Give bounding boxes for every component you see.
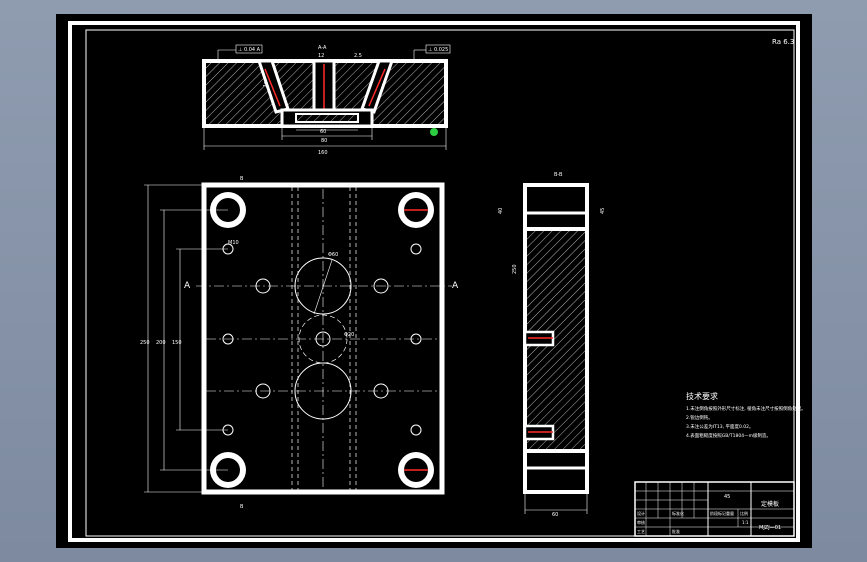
red-axis-left — [264, 68, 281, 107]
tb-label-weight: 重量 — [726, 510, 734, 516]
dim-inner-1: 60 — [320, 129, 326, 135]
roughness-mark: Ra 6.3 — [772, 38, 794, 46]
marker-top: B — [240, 176, 244, 182]
tb-label-scale: 比例 — [740, 510, 748, 516]
sprue-dashed-circle — [298, 314, 348, 364]
pocket-insert — [295, 113, 359, 123]
tech-note-4: 4.表面粗糙度按照GB/T1804—m级制造。 — [686, 432, 771, 439]
side-dim-height: 250 — [512, 264, 518, 274]
sprue-hole — [315, 331, 331, 347]
screw-hole — [410, 243, 422, 255]
pin-hole — [373, 383, 389, 399]
outer-frame — [68, 21, 800, 542]
side-dim-width: 60 — [552, 512, 558, 518]
guide-hole-bottom-right — [398, 452, 434, 488]
cavity-circle-lower — [294, 362, 352, 420]
tech-note-1: 1.未注倒角按照外形尺寸标注, 棱角未注尺寸按照倒角处理。 — [686, 405, 806, 412]
side-top-pocket — [523, 183, 589, 231]
tb-label-review: 审核 — [637, 519, 645, 525]
tb-label-approve: 批准 — [672, 528, 680, 534]
tech-note-2: 2.锐边倒钝。 — [686, 414, 713, 421]
dim-overall: 160 — [318, 150, 328, 156]
cavity-circle-upper — [294, 257, 352, 315]
tb-label-design: 设计 — [637, 510, 645, 516]
tb-material: 45 — [724, 494, 730, 500]
cad-drawing: Ra 6.3 160 80 60 ⊥ 0.04 A ⊥ 0.025 — [68, 21, 806, 542]
tolerance-frame-left — [235, 44, 263, 54]
tb-drawing-no: MJZJ—01 — [759, 525, 781, 531]
pin-hole — [373, 278, 389, 294]
dim-height-2: 200 — [156, 340, 166, 346]
title-block: 设计 审核 工艺 批准 标准化 阶段标记 重量 比例 1:1 45 定模板 MJ… — [634, 481, 795, 537]
tb-part-name: 定模板 — [761, 500, 779, 508]
screw-hole — [222, 333, 234, 345]
tb-label-standard: 标准化 — [672, 510, 684, 516]
screw-hole — [410, 424, 422, 436]
side-dim-right: 45 — [600, 208, 606, 214]
dim-inner-2: 80 — [321, 138, 327, 144]
hole-label-3: M10 — [228, 240, 239, 246]
hole-label-1: Φ60 — [328, 252, 338, 258]
side-bottom-pocket — [523, 449, 589, 494]
angle-mark: 15° — [262, 78, 271, 89]
side-dim-left: 40 — [498, 208, 504, 214]
tech-notes-title: 技术要求 — [686, 391, 718, 401]
tb-label-process: 工艺 — [637, 529, 645, 534]
red-axis-right — [368, 68, 386, 107]
dim-height-3: 150 — [172, 340, 182, 346]
tolerance-frame-right — [425, 44, 451, 54]
hole-label-2: Φ20 — [344, 332, 354, 338]
pin-hole — [255, 383, 271, 399]
dim-height-1: 250 — [140, 340, 150, 346]
screw-hole — [410, 333, 422, 345]
top-section-view: 160 80 60 ⊥ 0.04 A ⊥ 0.025 A-A 12 2.5 15… — [202, 44, 451, 156]
guide-hole-top-right — [398, 192, 434, 228]
side-section-view: B-B 40 45 250 60 — [498, 172, 606, 518]
tb-scale: 1:1 — [742, 520, 749, 525]
marker-bottom: B — [240, 504, 244, 510]
section-a-left: A — [184, 281, 191, 291]
inner-frame — [85, 29, 795, 537]
technical-notes: 技术要求 1.未注倒角按照外形尺寸标注, 棱角未注尺寸按照倒角处理。 2.锐边倒… — [686, 391, 806, 439]
section-mark-top: A-A — [318, 45, 327, 51]
plan-view: Φ60 Φ20 M10 A A B B 250 200 150 — [140, 176, 459, 510]
dim-top-b: 2.5 — [354, 53, 362, 59]
tolerance-right: ⊥ 0.025 — [428, 47, 448, 53]
tolerance-left: ⊥ 0.04 A — [238, 47, 261, 53]
section-a-right: A — [452, 281, 459, 291]
side-section-mark: B-B — [554, 172, 563, 178]
tb-label-stage: 阶段标记 — [710, 510, 726, 516]
green-marker-icon — [430, 128, 438, 136]
drawing-sheet: Ra 6.3 160 80 60 ⊥ 0.04 A ⊥ 0.025 — [56, 14, 812, 548]
plan-outline — [201, 182, 445, 495]
pin-hole — [255, 278, 271, 294]
tech-note-3: 3.未注公差为IT13, 平面度0.02。 — [686, 423, 753, 430]
dim-top-a: 12 — [318, 53, 324, 59]
